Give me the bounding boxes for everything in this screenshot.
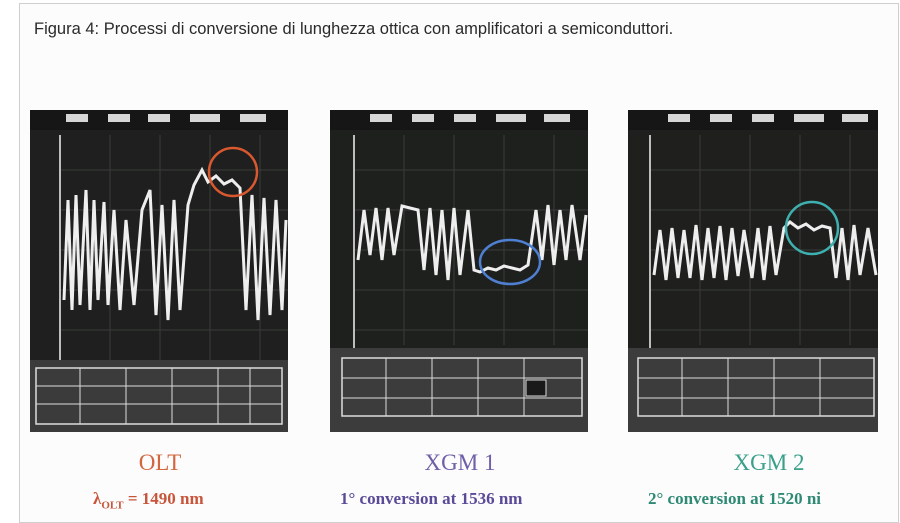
screen-bottom-panel (628, 348, 878, 432)
screen-bottom-panel (330, 348, 588, 432)
highlight-circle (784, 200, 840, 256)
screen-top-menu (330, 110, 588, 130)
highlight-circle (478, 238, 542, 286)
panel-title-olt: OLT (138, 450, 182, 475)
screen-bottom-panel (30, 360, 288, 432)
panel-title-xgm1: XGM 1 (424, 450, 496, 475)
panel-title-xgm2: XGM 2 (733, 450, 805, 475)
waveform (652, 220, 878, 281)
oscilloscope-image-xgm1 (330, 110, 588, 432)
panel-subtitle-olt: λOLT = 1490 nm (93, 489, 204, 512)
grid (60, 135, 288, 360)
waveform (62, 166, 288, 321)
panel-subtitle-xgm1: 1° conversion at 1536 nm (340, 489, 523, 508)
waveform (356, 204, 588, 281)
grid (650, 135, 878, 345)
panel-subtitle-xgm2: 2° conversion at 1520 ni (648, 489, 822, 508)
oscilloscope-image-xgm2 (628, 110, 878, 432)
highlight-circle (207, 146, 259, 198)
screen-top-menu (30, 110, 288, 130)
screen-top-menu (628, 110, 878, 130)
figure-caption: Figura 4: Processi di conversione di lun… (34, 20, 674, 38)
oscilloscope-image-olt (30, 110, 288, 432)
